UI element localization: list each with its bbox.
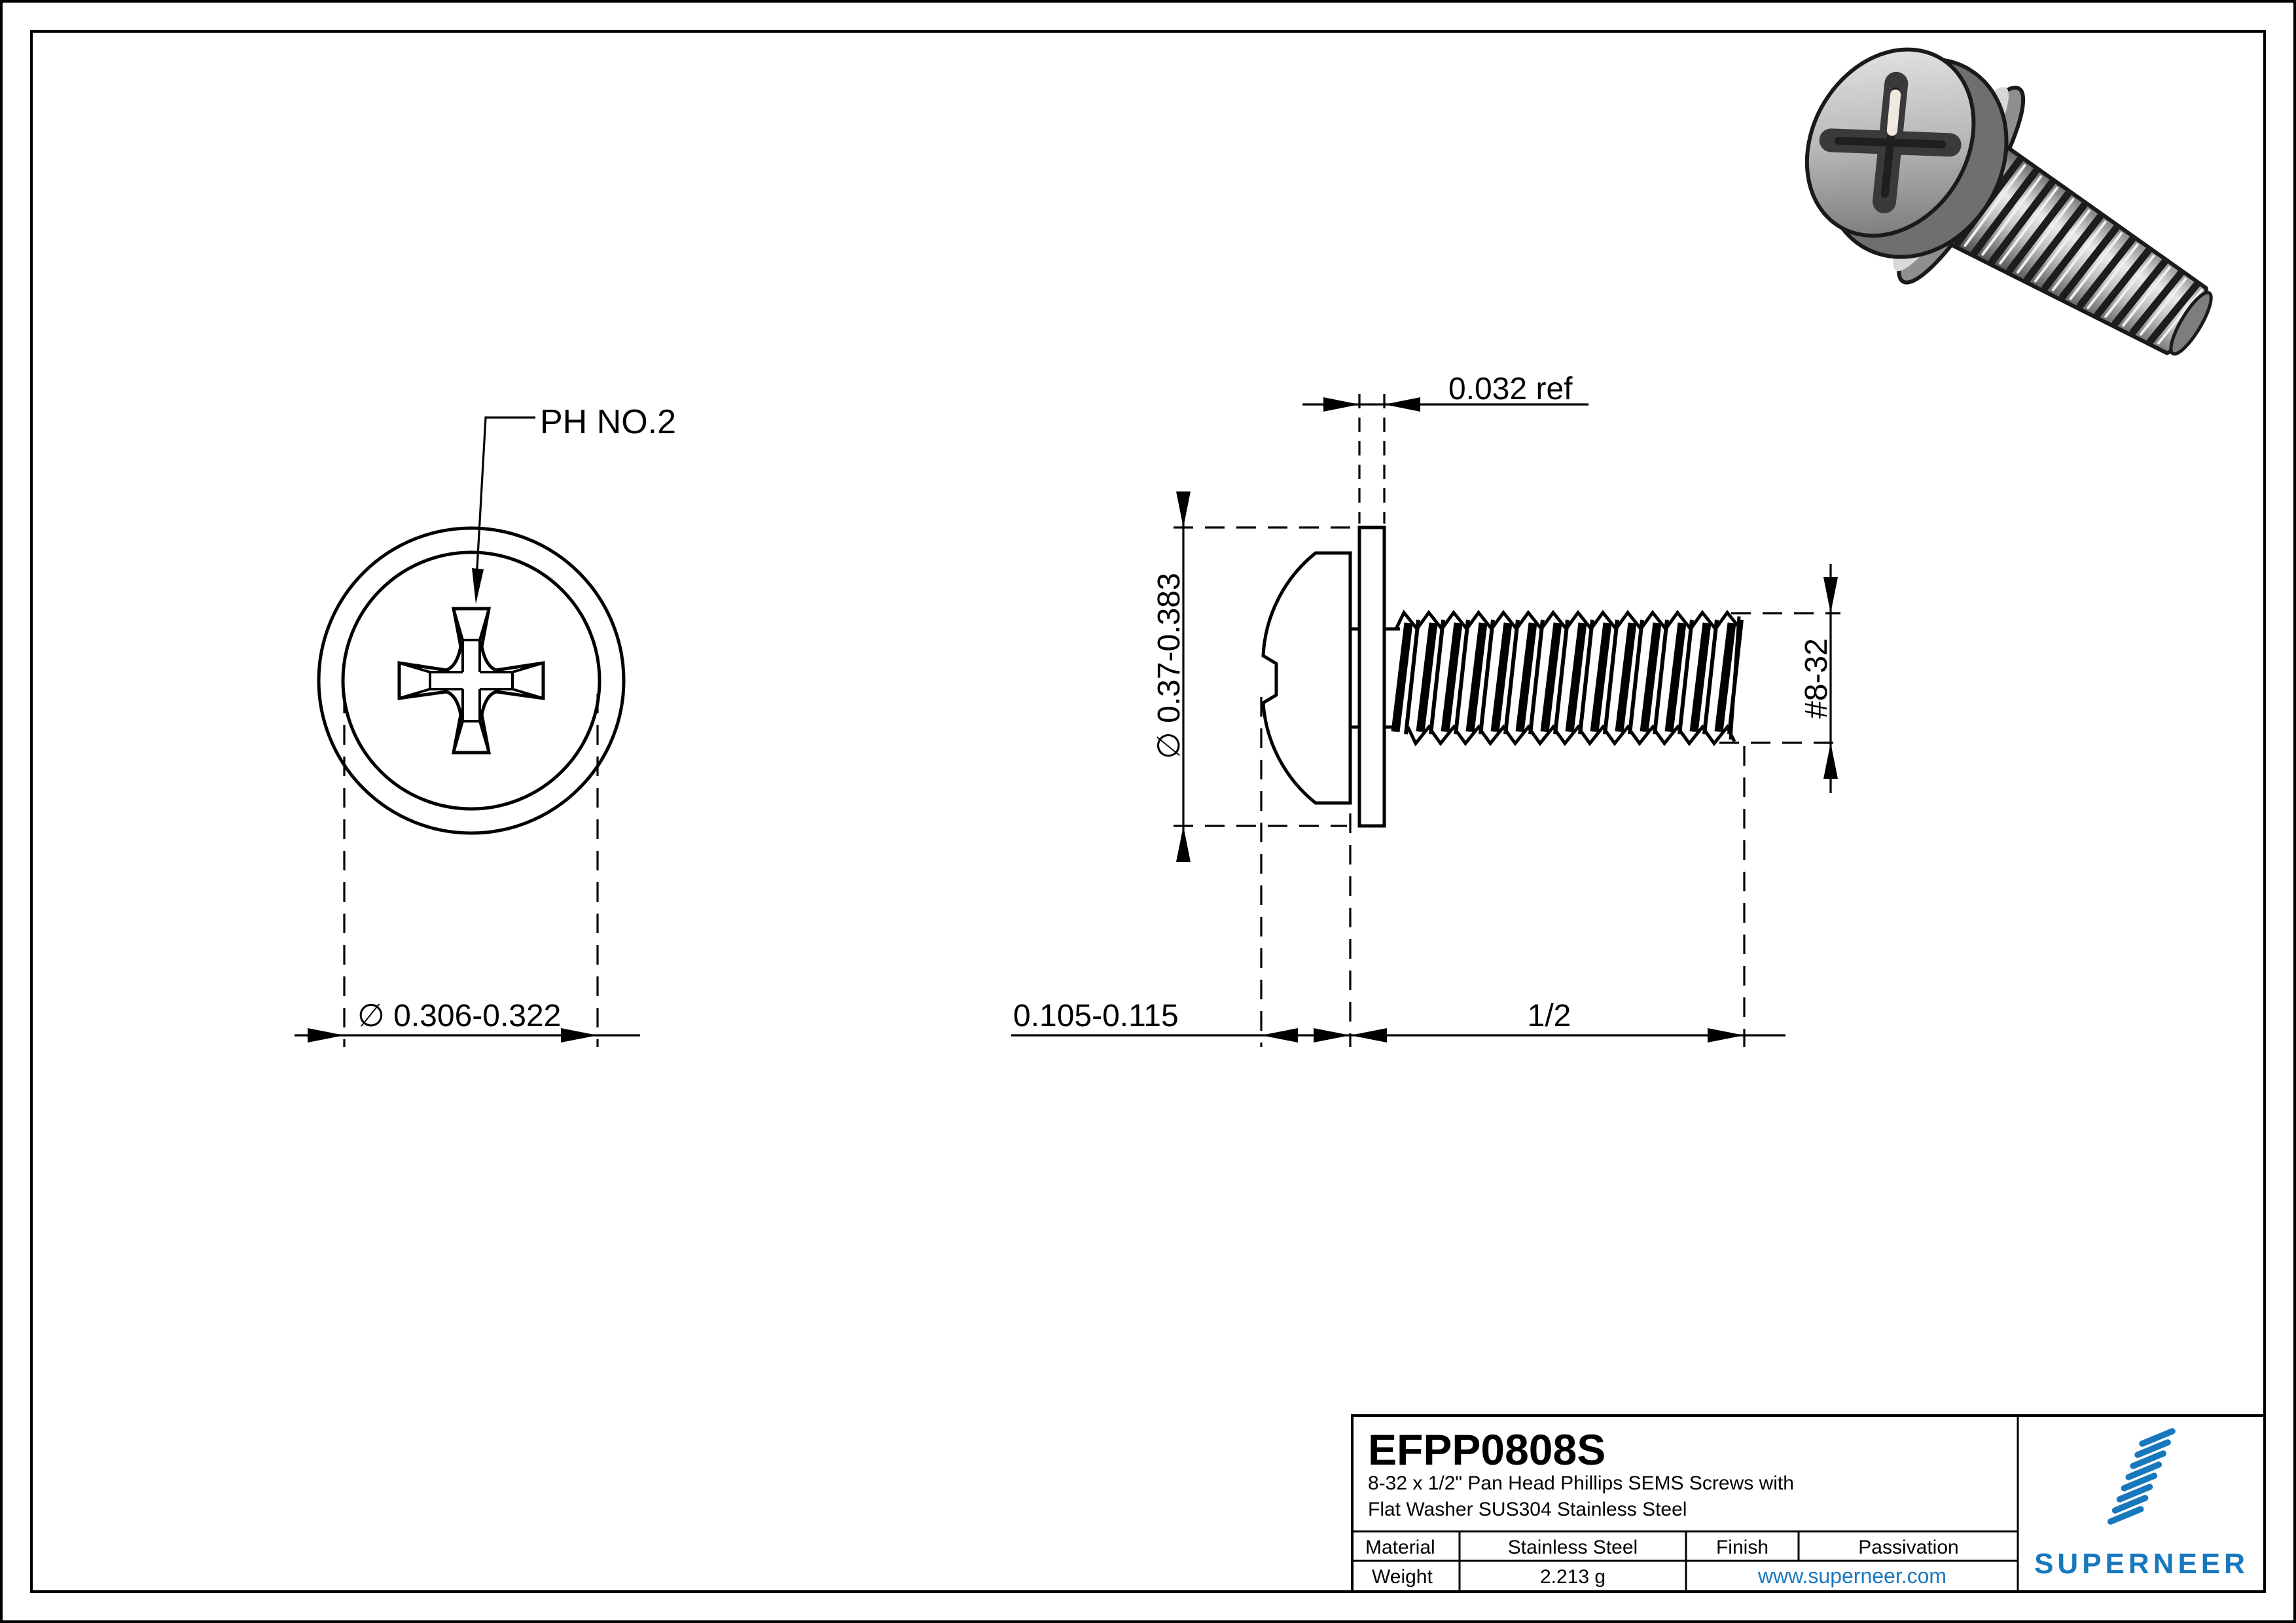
finish-value: Passivation [1858,1537,1958,1558]
head-height-arrow-right [1314,1028,1350,1043]
brand-name: SUPERNEER [2034,1548,2249,1580]
washer-diameter-dimension: ∅ 0.37-0.383 [1152,491,1356,862]
brand-logo-stripes [2107,1428,2176,1525]
head-outline-circle [341,550,601,811]
shank-root-lines [1350,627,1400,729]
phillips-recess-detail [399,608,544,753]
thread-ridges-3d [1954,156,2203,345]
title-block-grid-lines [1352,1416,2019,1592]
washer-dia-arrow-top [1176,491,1191,527]
washer-dia-extension-lines [1174,526,1356,827]
thread-length-arrow-right [1708,1028,1744,1043]
weight-value: 2.213 g [1540,1566,1605,1588]
material-value: Stainless Steel [1508,1537,1638,1558]
brand-logo: SUPERNEER [2034,1428,2249,1580]
head-dia-text: ∅ 0.306-0.322 [357,999,561,1033]
title-block: EFPP0808S 8-32 x 1/2" Pan Head Phillips … [1351,1414,2266,1593]
head-profile [1261,551,1352,805]
website-link[interactable]: www.superneer.com [1757,1564,1946,1588]
description-line2: Flat Washer SUS304 Stainless Steel [1368,1499,1687,1520]
thread-length-arrow-left [1350,1028,1387,1043]
finish-label: Finish [1716,1537,1768,1558]
thread-size-text: #8-32 [1799,638,1834,719]
front-view: PH NO.2 ∅ 0.306-0.322 [295,403,676,1047]
length-extension-lines [1260,697,1746,1047]
length-dimensions: 0.105-0.115 1/2 [1011,697,1785,1047]
thread-size-arrow-top [1823,577,1838,613]
thread-length-text: 1/2 [1528,999,1571,1033]
washer-profile [1357,526,1386,828]
head-dia-extension-lines [343,694,599,1047]
tip-3d [2169,291,2213,356]
thread-end-line [1729,616,1741,740]
screw-3d-render [1804,47,2213,356]
description-line1: 8-32 x 1/2" Pan Head Phillips SEMS Screw… [1368,1472,1794,1494]
inner-frame [30,30,2266,1593]
washer-outline-circle [317,526,626,835]
recess-leader-arrow [472,568,484,604]
head-height-text: 0.105-0.115 [1013,999,1179,1033]
material-label: Material [1365,1537,1435,1558]
part-number: EFPP0808S [1368,1425,1605,1474]
phillips-recess-outline [397,607,545,755]
washer-dia-text: ∅ 0.37-0.383 [1152,573,1187,759]
washer-thickness-arrow-left [1323,397,1359,412]
thread-size-arrow-bottom [1823,743,1838,779]
head-dia-arrow-right [561,1028,598,1043]
washer-thickness-text: 0.032 ref [1448,372,1573,406]
phillips-3d [1819,71,1962,213]
head-dia-arrow-left [308,1028,344,1043]
thread-size-extension-lines [1719,612,1840,744]
head-height-arrow-left [1261,1028,1298,1043]
thread-profile [1391,609,1744,747]
recess-label: PH NO.2 [540,403,676,441]
side-view: 0.032 ref ∅ 0.37-0.383 0.105-0.115 1/2 [1011,372,1840,1047]
title-block-border [1351,1414,2266,1593]
recess-leader-line [475,416,535,580]
washer-dia-arrow-bottom [1176,826,1191,862]
washer-thickness-dimension: 0.032 ref [1302,372,1588,524]
washer-thickness-arrow-right [1384,397,1420,412]
weight-label: Weight [1372,1566,1433,1588]
washer-thickness-extension-lines [1358,394,1386,524]
thread-size-dimension: #8-32 [1719,564,1840,793]
